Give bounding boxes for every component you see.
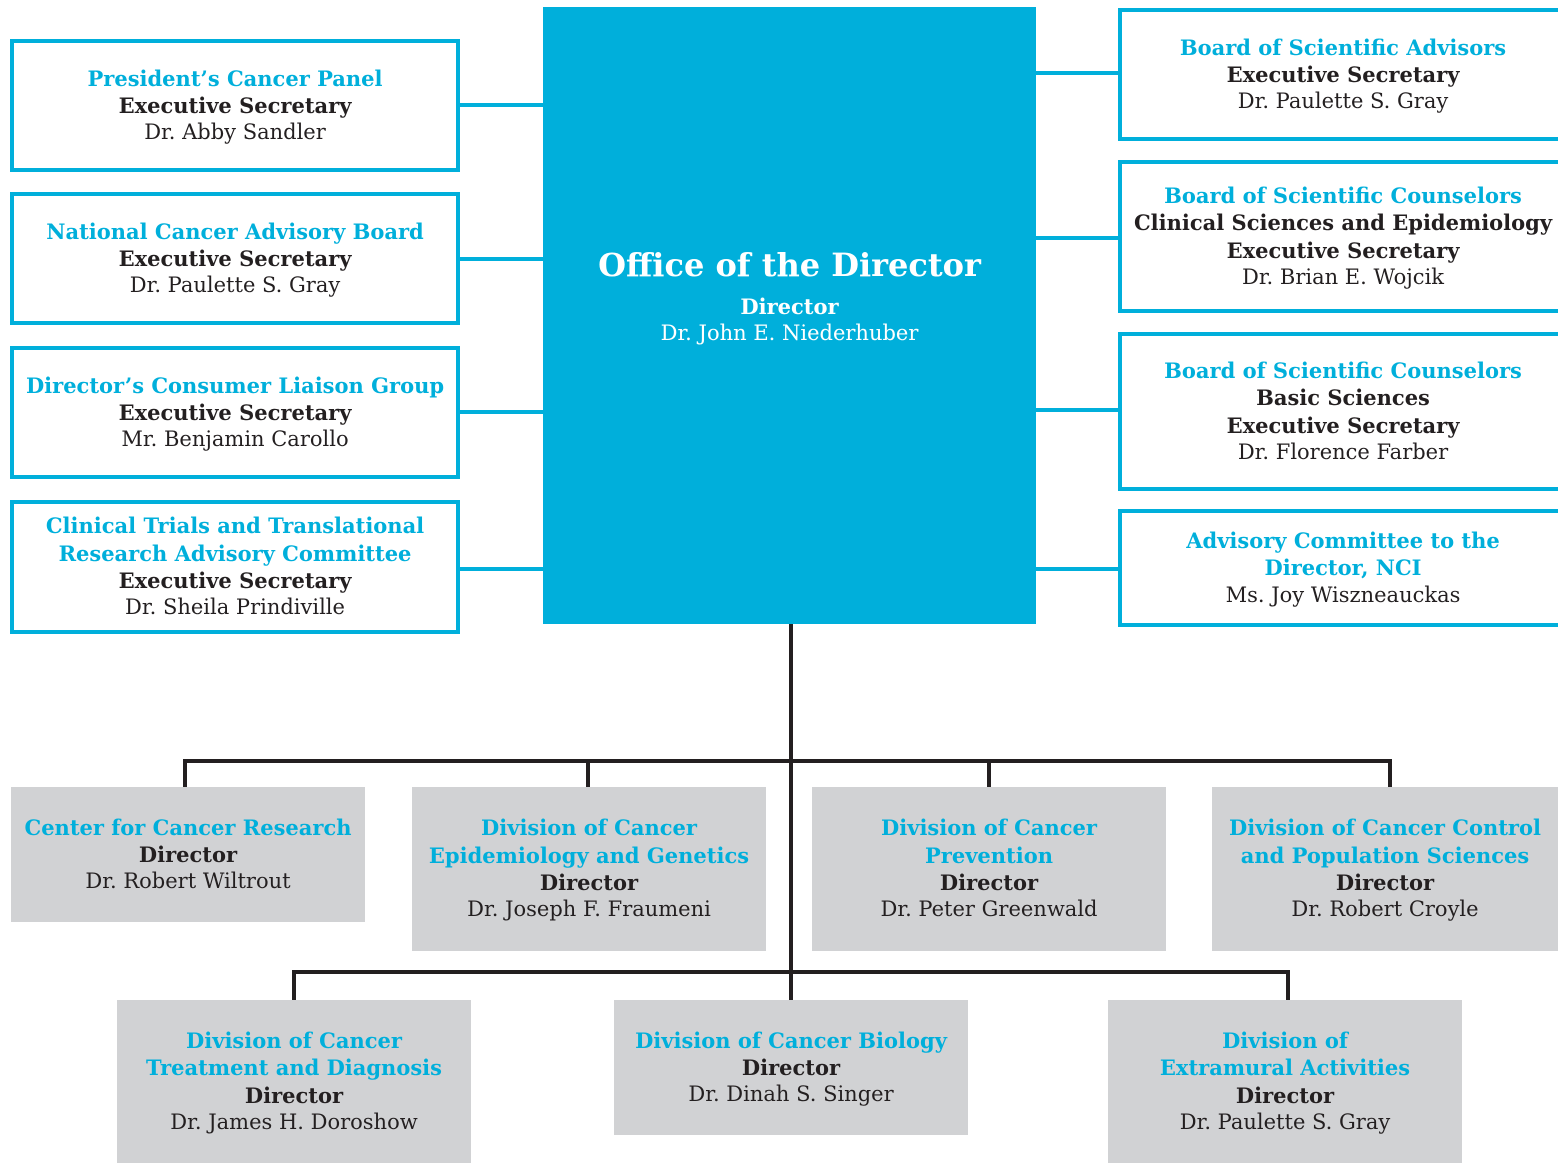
board-title-line-2: Director, NCI <box>1264 555 1422 581</box>
division-title-line-2: and Population Sciences <box>1240 842 1530 868</box>
board-title: Board of Scientific Advisors <box>1179 34 1507 60</box>
row1-drop-2 <box>586 759 590 787</box>
board-role: Executive Secretary <box>1226 237 1460 263</box>
board-role: Executive Secretary <box>1226 61 1460 87</box>
row2-drop-3 <box>1286 970 1290 1000</box>
office-title: Office of the Director <box>598 246 981 284</box>
board-subtitle: Clinical Sciences and Epidemiology <box>1133 210 1553 236</box>
division-director: Dr. Dinah S. Singer <box>688 1082 894 1107</box>
division-title: Division of Cancer Biology <box>635 1027 947 1053</box>
board-person: Dr. Brian E. Wojcik <box>1241 264 1445 289</box>
board-title-line-2: Research Advisory Committee <box>58 540 412 566</box>
division-director: Dr. James H. Doroshow <box>170 1109 418 1134</box>
division-title-line-2: Extramural Activities <box>1159 1055 1411 1081</box>
board-person: Mr. Benjamin Carollo <box>121 427 349 452</box>
connector-right-3 <box>1036 408 1120 412</box>
board-person: Dr. Sheila Prindiville <box>125 595 345 620</box>
division-cancer-control-population[interactable]: Division of Cancer Control and Populatio… <box>1212 787 1558 951</box>
division-role: Director <box>138 841 238 867</box>
division-title: Center for Cancer Research <box>24 814 352 840</box>
division-role: Director <box>244 1082 344 1108</box>
office-name: Dr. John E. Niederhuber <box>660 320 919 345</box>
division-role: Director <box>539 870 639 895</box>
division-role: Director <box>1235 1082 1335 1108</box>
office-of-the-director[interactable]: Office of the Director Director Dr. John… <box>543 7 1036 624</box>
connector-left-2 <box>458 257 544 261</box>
division-director: Dr. Paulette S. Gray <box>1179 1109 1391 1134</box>
trunk-line <box>789 624 793 1000</box>
division-center-for-cancer-research[interactable]: Center for Cancer Research Director Dr. … <box>11 787 365 922</box>
division-epidemiology-genetics[interactable]: Division of Cancer Epidemiology and Gene… <box>412 787 766 951</box>
division-role: Director <box>1335 870 1435 895</box>
division-cancer-prevention[interactable]: Division of Cancer Prevention Director D… <box>812 787 1166 951</box>
division-treatment-diagnosis[interactable]: Division of Cancer Treatment and Diagnos… <box>117 1000 471 1163</box>
board-directors-consumer-liaison-group[interactable]: Director’s Consumer Liaison Group Execut… <box>10 346 460 479</box>
board-title: Board of Scientific Counselors <box>1164 182 1522 208</box>
board-title: President’s Cancer Panel <box>87 65 383 91</box>
board-person: Dr. Abby Sandler <box>144 120 326 145</box>
connector-left-3 <box>458 410 544 414</box>
board-person: Dr. Paulette S. Gray <box>1237 89 1449 114</box>
division-director: Dr. Robert Wiltrout <box>85 869 291 894</box>
board-title-line-1: Advisory Committee to the <box>1186 528 1500 554</box>
division-cancer-biology[interactable]: Division of Cancer Biology Director Dr. … <box>614 1000 968 1135</box>
board-title: Board of Scientific Counselors <box>1164 357 1522 383</box>
division-title-line-1: Division of Cancer Control <box>1229 815 1541 841</box>
row1-drop-1 <box>183 759 187 787</box>
division-title-line-1: Division of Cancer <box>481 815 697 841</box>
board-advisory-committee-to-director[interactable]: Advisory Committee to the Director, NCI … <box>1118 509 1558 627</box>
connector-left-1 <box>458 103 544 107</box>
board-clinical-trials-committee[interactable]: Clinical Trials and Translational Resear… <box>10 500 460 634</box>
board-scientific-counselors-basic[interactable]: Board of Scientific Counselors Basic Sci… <box>1118 332 1558 491</box>
division-title-line-2: Treatment and Diagnosis <box>146 1055 442 1081</box>
board-person: Dr. Paulette S. Gray <box>129 273 341 298</box>
board-title-line-1: Clinical Trials and Translational <box>45 513 425 539</box>
connector-right-2 <box>1036 236 1120 240</box>
board-person: Dr. Florence Farber <box>1237 439 1449 464</box>
row1-drop-4 <box>1388 759 1392 787</box>
division-title-line-2: Epidemiology and Genetics <box>428 842 750 868</box>
board-title: Director’s Consumer Liaison Group <box>25 372 445 398</box>
division-extramural-activities[interactable]: Division of Extramural Activities Direct… <box>1108 1000 1462 1163</box>
row1-drop-3 <box>987 759 991 787</box>
connector-right-4 <box>1036 567 1120 571</box>
board-title: National Cancer Advisory Board <box>46 218 424 244</box>
division-role: Director <box>939 870 1039 895</box>
division-director: Dr. Peter Greenwald <box>880 897 1098 922</box>
connector-right-1 <box>1036 71 1120 75</box>
division-title-line-1: Division of <box>1222 1027 1348 1053</box>
row2-drop-1 <box>292 970 296 1000</box>
board-role: Executive Secretary <box>118 92 352 118</box>
board-subtitle: Basic Sciences <box>1256 385 1430 411</box>
division-title-line-1: Division of Cancer <box>881 815 1097 841</box>
row1-bus-line <box>183 759 1392 763</box>
board-role: Executive Secretary <box>118 245 352 271</box>
board-role: Executive Secretary <box>118 399 352 425</box>
board-role: Executive Secretary <box>1226 412 1460 438</box>
board-presidents-cancer-panel[interactable]: President’s Cancer Panel Executive Secre… <box>10 39 460 172</box>
board-scientific-advisors[interactable]: Board of Scientific Advisors Executive S… <box>1118 8 1558 141</box>
board-scientific-counselors-clinical[interactable]: Board of Scientific Counselors Clinical … <box>1118 160 1558 313</box>
division-title-line-2: Prevention <box>925 842 1053 868</box>
division-director: Dr. Joseph F. Fraumeni <box>467 897 711 922</box>
board-role: Executive Secretary <box>118 568 352 593</box>
division-director: Dr. Robert Croyle <box>1291 897 1479 922</box>
connector-left-4 <box>458 567 544 571</box>
board-national-cancer-advisory-board[interactable]: National Cancer Advisory Board Executive… <box>10 192 460 325</box>
division-role: Director <box>741 1054 841 1080</box>
office-role: Director <box>740 293 839 319</box>
row2-bus-line <box>292 970 1290 974</box>
division-title-line-1: Division of Cancer <box>186 1027 402 1053</box>
board-person: Ms. Joy Wiszneauckas <box>1225 582 1461 607</box>
